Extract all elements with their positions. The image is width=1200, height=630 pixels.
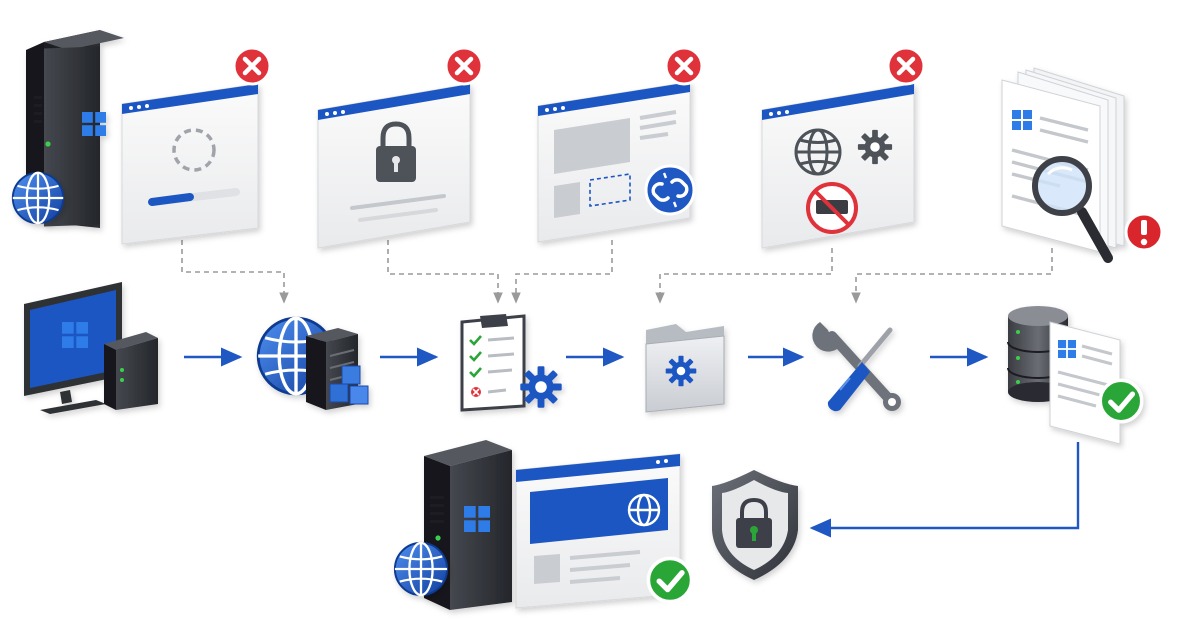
problem-broken-layout-links <box>537 48 702 243</box>
problem-network-blocked <box>761 48 924 249</box>
gear-icon <box>520 366 562 408</box>
success-check-icon <box>648 558 691 601</box>
step-windows-workstation <box>24 282 158 414</box>
website-window <box>515 453 681 609</box>
globe-outline-icon <box>627 493 661 527</box>
flow-arrows <box>184 347 1080 538</box>
padlock-icon <box>736 497 772 548</box>
error-x-icon <box>666 48 702 84</box>
globe-icon <box>11 171 65 225</box>
error-x-icon <box>446 48 482 84</box>
problem-access-locked <box>317 48 482 249</box>
warning-exclamation-icon <box>1124 212 1164 252</box>
step-repair-tools <box>812 322 901 412</box>
small-server-icon <box>104 332 158 410</box>
network-window <box>761 83 915 249</box>
success-check-icon <box>1100 380 1141 421</box>
checklist-icon <box>469 335 515 397</box>
blocked-connection-icon <box>806 182 858 234</box>
globe-icon <box>393 541 449 597</box>
outcome-security-shield <box>712 470 798 580</box>
step-verified-database <box>1007 306 1142 445</box>
globe-outline-icon <box>794 128 842 176</box>
step-checklist-configuration <box>460 314 562 412</box>
gear-icon <box>665 355 697 387</box>
padlock-icon <box>376 121 416 182</box>
step-folder-settings <box>645 324 725 413</box>
broken-link-icon <box>644 164 696 216</box>
error-x-icon <box>888 48 924 84</box>
locked-window <box>317 83 471 249</box>
outcome-server-website-success <box>393 440 692 610</box>
error-x-icon <box>234 48 270 84</box>
screwdriver-icon <box>827 327 893 412</box>
progress-bar <box>148 193 194 206</box>
problem-log-inspection <box>1001 67 1164 263</box>
cubes-icon <box>329 365 369 405</box>
broken-layout-window <box>537 81 691 243</box>
step-network-infrastructure <box>256 316 369 410</box>
loading-window <box>121 83 259 245</box>
problem-server-slow-loading <box>11 30 270 245</box>
magnifier-icon <box>1032 156 1113 263</box>
loading-spinner-icon <box>172 128 216 172</box>
gear-icon <box>857 129 893 165</box>
dashed-connectors <box>181 240 1053 304</box>
